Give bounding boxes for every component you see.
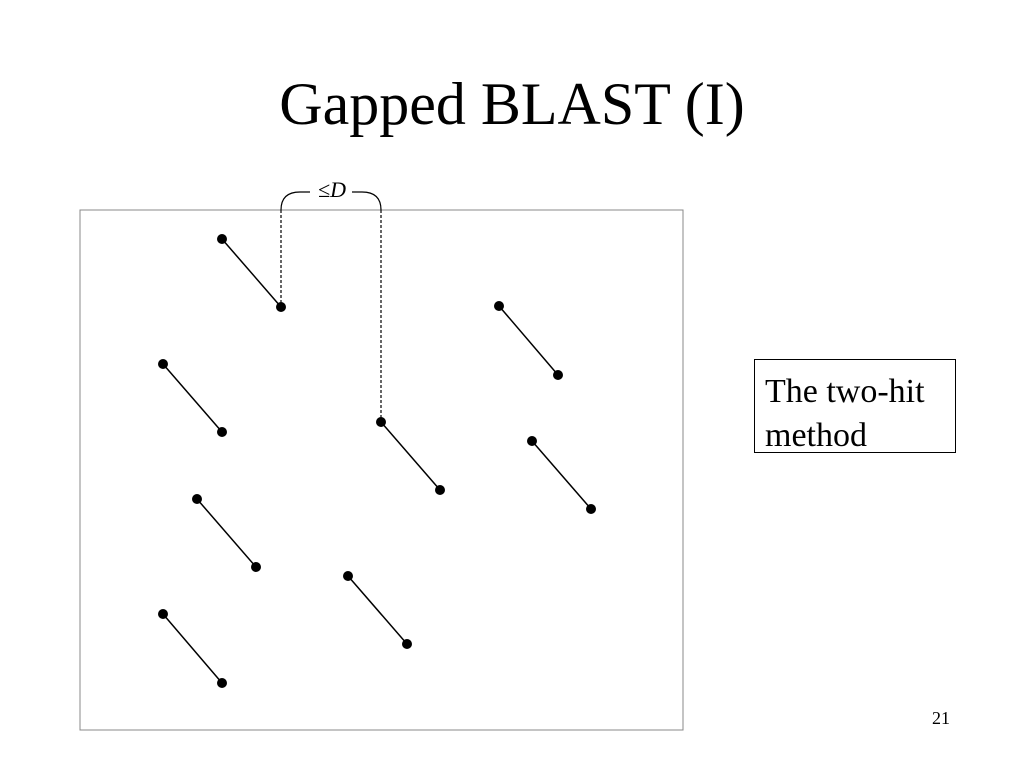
- hit-dot: [276, 302, 286, 312]
- hit-dot: [217, 234, 227, 244]
- hit-dot: [586, 504, 596, 514]
- hit-segment: [343, 571, 412, 649]
- hit-dot: [553, 370, 563, 380]
- hit-dot: [217, 427, 227, 437]
- hit-dot: [527, 436, 537, 446]
- distance-label: ≤D: [318, 177, 346, 202]
- hit-segment: [192, 494, 261, 572]
- hit-dot: [402, 639, 412, 649]
- page-number: 21: [932, 708, 950, 728]
- distance-bracket: [280, 191, 382, 211]
- hit-segment: [158, 609, 227, 688]
- caption-box: The two-hit method: [754, 359, 956, 454]
- hit-segment: [376, 417, 445, 495]
- hit-segment: [158, 359, 227, 437]
- hit-dot: [435, 485, 445, 495]
- hit-dot: [251, 562, 261, 572]
- hit-dot: [158, 609, 168, 619]
- hit-segment: [217, 234, 286, 312]
- hit-dot: [343, 571, 353, 581]
- hit-dot: [192, 494, 202, 504]
- hit-segment: [494, 301, 563, 380]
- slide-title: Gapped BLAST (I): [279, 71, 745, 137]
- hit-dot: [376, 417, 386, 427]
- hit-dot: [494, 301, 504, 311]
- hit-dot: [158, 359, 168, 369]
- hit-segment: [527, 436, 596, 514]
- hit-dot: [217, 678, 227, 688]
